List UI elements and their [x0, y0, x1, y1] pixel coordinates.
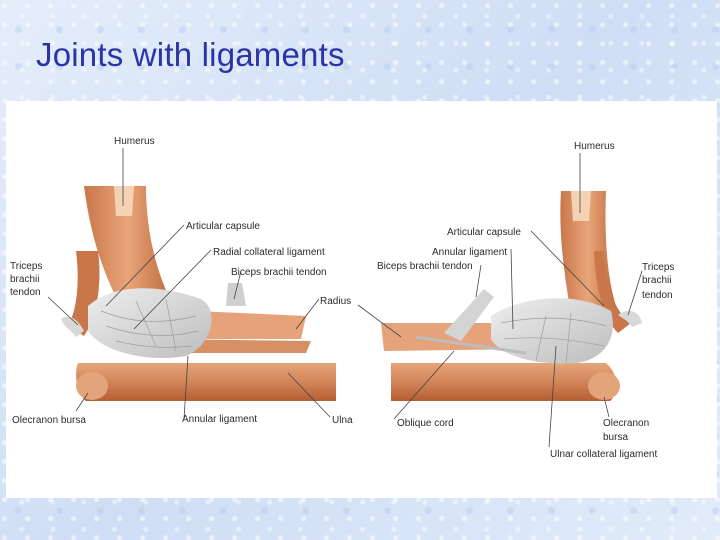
right-label-olecranon-2: bursa — [603, 432, 628, 443]
left-label-triceps-1: Triceps — [10, 261, 42, 272]
left-humerus-shape — [84, 186, 171, 316]
right-label-biceps-brachii-tendon: Biceps brachii tendon — [377, 261, 473, 272]
left-radius-shape — [196, 311, 306, 339]
right-label-triceps-3: tendon — [642, 290, 673, 301]
anatomy-figure: Humerus Articular capsule Radial collate… — [6, 101, 717, 498]
right-biceps-tendon-shape — [444, 289, 494, 341]
right-label-articular-capsule: Articular capsule — [447, 227, 521, 238]
left-label-triceps-2: brachii — [10, 274, 39, 285]
right-triceps-shape — [594, 251, 631, 333]
right-ulna-shape — [391, 363, 617, 401]
right-olecranon-shape — [588, 372, 620, 400]
right-label-humerus: Humerus — [574, 141, 615, 152]
left-label-humerus: Humerus — [114, 136, 155, 147]
left-label-radial-collateral-ligament: Radial collateral ligament — [213, 247, 325, 258]
left-triceps-tendon-shape — [61, 316, 84, 337]
right-elbow-drawing — [381, 191, 642, 401]
right-label-triceps-2: brachii — [642, 275, 671, 286]
left-label-ulna: Ulna — [332, 415, 353, 426]
right-oblique-cord-shape — [415, 335, 527, 355]
right-label-ulnar-collateral-ligament: Ulnar collateral ligament — [550, 449, 657, 460]
slide-title: Joints with ligaments — [36, 36, 345, 73]
right-humerus-bone — [571, 191, 591, 221]
left-label-annular-ligament: Annular ligament — [182, 414, 257, 425]
left-label-articular-capsule: Articular capsule — [186, 221, 260, 232]
right-label-oblique-cord: Oblique cord — [397, 418, 454, 429]
left-humerus-bone — [114, 186, 134, 216]
left-elbow-drawing — [61, 186, 336, 401]
left-biceps-tendon-shape — [226, 283, 246, 306]
left-label-olecranon-bursa: Olecranon bursa — [12, 415, 86, 426]
right-label-olecranon-1: Olecranon — [603, 418, 649, 429]
right-triceps-tendon-shape — [618, 310, 642, 327]
leader-lines — [47, 148, 643, 448]
right-label-annular-ligament: Annular ligament — [432, 247, 507, 258]
left-label-biceps-brachii-tendon: Biceps brachii tendon — [231, 267, 327, 278]
left-ligament-shape — [88, 288, 212, 359]
left-label-triceps-3: tendon — [10, 287, 41, 298]
right-ligament-shape — [491, 298, 613, 364]
left-olecranon-shape — [76, 372, 108, 400]
left-ulna-shape — [76, 363, 336, 401]
left-label-radius: Radius — [320, 296, 351, 307]
elbow-illustration: Humerus Articular capsule Radial collate… — [10, 136, 674, 460]
right-label-triceps-1: Triceps — [642, 262, 674, 273]
